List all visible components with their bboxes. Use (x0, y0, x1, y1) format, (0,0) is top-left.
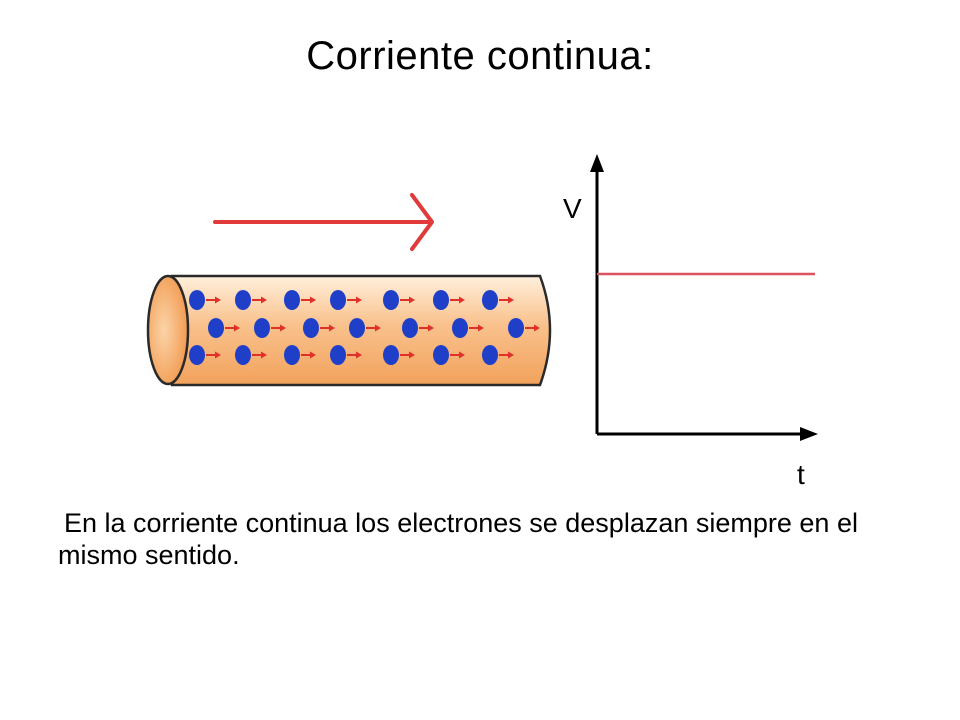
electron-arrowhead (261, 296, 267, 304)
electron-arrowhead (261, 351, 267, 359)
y-axis-label: V (563, 193, 582, 224)
electron-arrowhead (375, 324, 381, 332)
electron (189, 290, 205, 310)
electron-arrowhead (280, 324, 286, 332)
electron (433, 345, 449, 365)
electron (189, 345, 205, 365)
electron (303, 318, 319, 338)
electron-arrowhead (459, 296, 465, 304)
electron-arrowhead (428, 324, 434, 332)
electron (482, 345, 498, 365)
electron-arrowhead (508, 296, 514, 304)
electron-arrowhead (534, 324, 540, 332)
electron (452, 318, 468, 338)
electron (330, 345, 346, 365)
wire-end-cap (146, 274, 190, 386)
electron-arrowhead (508, 351, 514, 359)
electron-arrowhead (215, 351, 221, 359)
electron (284, 345, 300, 365)
electron-arrowhead (234, 324, 240, 332)
electron (402, 318, 418, 338)
electron (235, 290, 251, 310)
electron-arrowhead (409, 351, 415, 359)
electron (433, 290, 449, 310)
x-axis-label: t (797, 459, 805, 490)
electron-arrowhead (478, 324, 484, 332)
electron (208, 318, 224, 338)
electron-arrowhead (356, 296, 362, 304)
electron (482, 290, 498, 310)
electron-arrowhead (310, 351, 316, 359)
electron-arrowhead (215, 296, 221, 304)
body-text: En la corriente continua los electrones … (58, 508, 858, 570)
electron-arrowhead (356, 351, 362, 359)
electron-arrowhead (409, 296, 415, 304)
slide-title: Corriente continua: (306, 34, 654, 78)
electron (235, 345, 251, 365)
electron (349, 318, 365, 338)
electron-arrowhead (459, 351, 465, 359)
electron (508, 318, 524, 338)
electron (383, 290, 399, 310)
x-axis-arrowhead (800, 427, 818, 441)
electrons (189, 290, 540, 365)
current-direction-arrow (213, 193, 434, 251)
electron (383, 345, 399, 365)
y-axis-arrowhead (590, 154, 604, 172)
voltage-time-graph: V t (563, 154, 818, 490)
electron (254, 318, 270, 338)
electron (284, 290, 300, 310)
electron-arrowhead (310, 296, 316, 304)
electron (330, 290, 346, 310)
electron-arrowhead (329, 324, 335, 332)
